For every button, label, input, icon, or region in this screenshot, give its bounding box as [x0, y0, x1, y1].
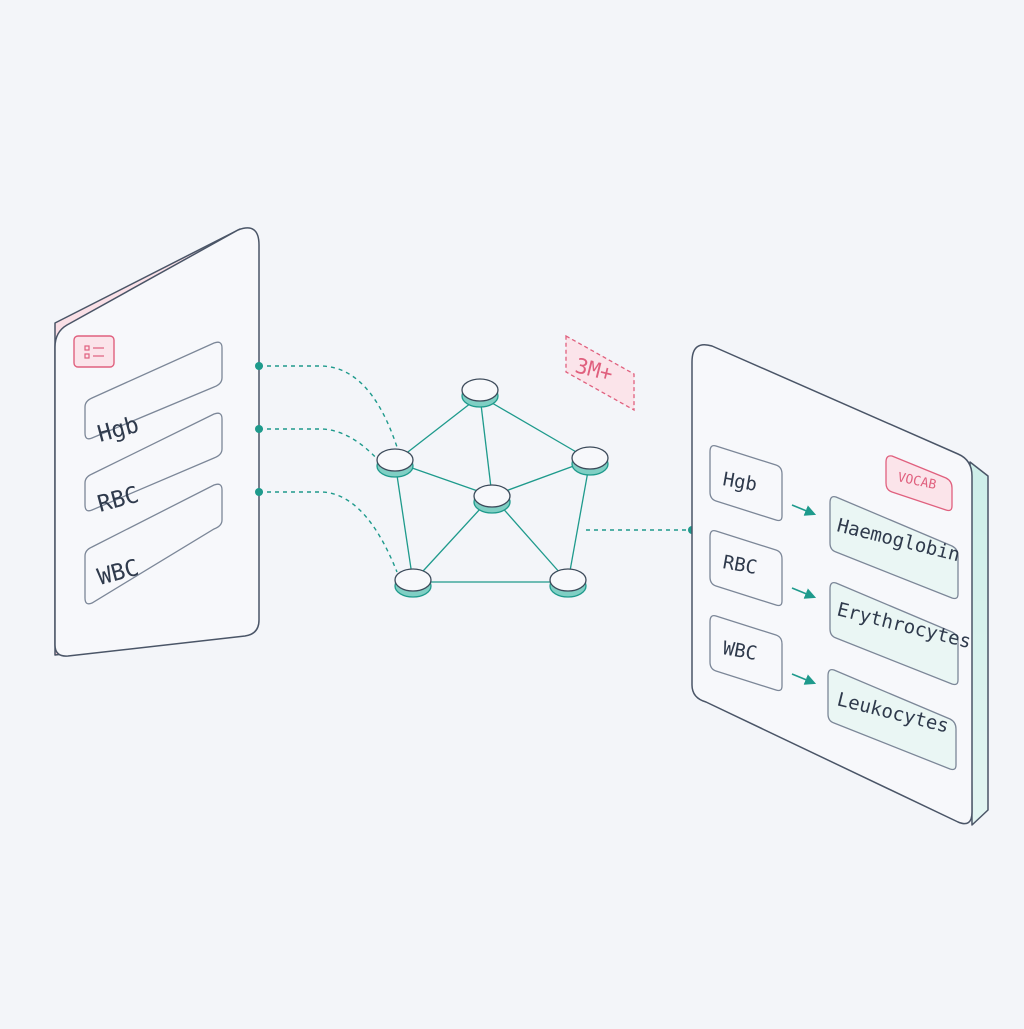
connector-line — [259, 428, 381, 463]
graph-node-center[interactable] — [473, 484, 511, 514]
mapping-arrow — [791, 673, 817, 685]
target-panel: VOCAB Hgb Haemoglobin RBC Erythrocyte — [691, 344, 989, 826]
concept-count-label: 3M+ — [573, 354, 616, 386]
source-panel: Hgb RBC WBC — [54, 227, 260, 657]
mapping-arrow — [791, 504, 817, 516]
mapped-source-term[interactable]: WBC — [709, 614, 783, 692]
graph-node[interactable] — [394, 568, 432, 598]
source-term-rbc[interactable]: RBC — [84, 412, 223, 518]
connector-dot — [255, 488, 263, 496]
concept-count-badge: 3M+ — [565, 334, 635, 412]
source-connectors — [259, 365, 398, 573]
mapped-source-term[interactable]: RBC — [709, 529, 783, 607]
graph-node[interactable] — [571, 446, 609, 476]
vocab-badge: VOCAB — [885, 455, 953, 512]
connector-dot — [255, 425, 263, 433]
source-term-hgb[interactable]: Hgb — [84, 341, 223, 448]
connector-line — [259, 365, 398, 448]
graph-node[interactable] — [549, 568, 587, 598]
mapping-row: WBC Leukocytes — [709, 614, 957, 771]
mapped-source-term[interactable]: Hgb — [709, 444, 783, 522]
mapping-row: Hgb Haemoglobin — [709, 444, 962, 600]
graph-node[interactable] — [461, 378, 499, 408]
list-icon — [73, 335, 115, 368]
mapping-arrow — [791, 587, 817, 599]
connector-dot — [255, 362, 263, 370]
graph-node[interactable] — [376, 448, 414, 478]
knowledge-graph — [376, 378, 609, 598]
connector-line — [259, 491, 398, 573]
